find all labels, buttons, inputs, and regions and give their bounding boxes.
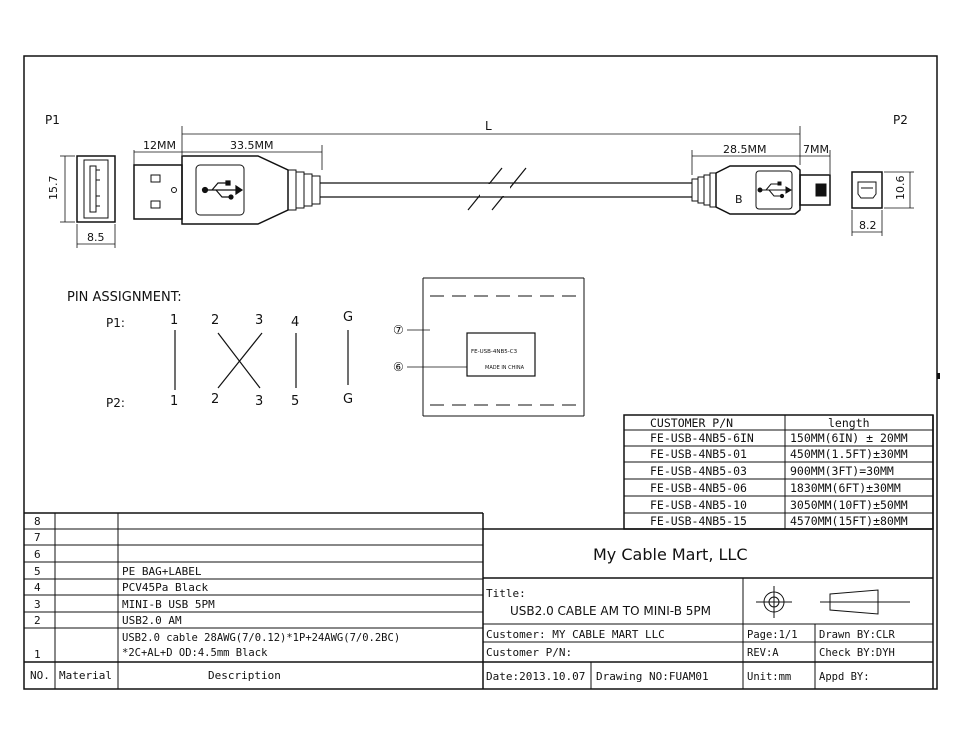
dim-8-2: 8.2	[859, 219, 877, 232]
bom-row-no: 6	[34, 548, 41, 561]
p2-pin: 5	[291, 394, 299, 409]
bom-row-desc: PCV45Pa Black	[122, 581, 208, 594]
p2-pin: 3	[255, 394, 263, 409]
length-row-pn: FE-USB-4NB5-10	[650, 498, 747, 512]
length-table	[623, 414, 934, 530]
pin-p2-label: P2:	[106, 396, 125, 410]
title-value: USB2.0 CABLE AM TO MINI-B 5PM	[510, 604, 711, 618]
bom-header-description: Description	[208, 669, 281, 682]
dim-28-5mm: 28.5MM	[723, 143, 766, 156]
revision: REV:A	[747, 647, 779, 659]
drawing-no: Drawing NO:FUAM01	[596, 670, 709, 683]
company-name: My Cable Mart, LLC	[593, 545, 748, 564]
page-number: Page:1/1	[747, 629, 798, 641]
length-table-text: CUSTOMER P/N length FE-USB-4NB5-6IN 150M…	[650, 416, 908, 528]
callout-7: ⑦	[393, 323, 404, 337]
label-line-2: MADE IN CHINA	[485, 365, 525, 371]
p1-pin: 3	[255, 313, 263, 328]
p1-label: P1	[45, 113, 60, 127]
appd-by: Appd BY:	[819, 671, 870, 683]
pin-p1-label: P1:	[106, 316, 125, 330]
p2-pin: G	[343, 392, 353, 407]
p2-label: P2	[893, 113, 908, 127]
bom-row-desc: PE BAG+LABEL	[122, 565, 202, 578]
bom-row-desc: *2C+AL+D OD:4.5mm Black	[122, 647, 268, 659]
length-table-header: length	[828, 416, 870, 430]
length-row-len: 4570MM(15FT)±80MM	[790, 514, 908, 528]
length-row-pn: FE-USB-4NB5-6IN	[650, 431, 754, 445]
bom-row-no: 2	[34, 614, 41, 627]
label-line-1: FE-USB-4NB5-C3	[471, 349, 518, 355]
length-row-len: 150MM(6IN) ± 20MM	[790, 431, 908, 445]
p2-pin: 1	[170, 394, 178, 409]
bom-row-desc: USB2.0 AM	[122, 614, 182, 627]
check-by: Check BY:DYH	[819, 647, 895, 659]
dim-15-7: 15.7	[47, 176, 60, 201]
length-table-header: CUSTOMER P/N	[650, 416, 733, 430]
pin-wiring	[174, 330, 349, 390]
edge-mark	[937, 373, 940, 379]
usb-trident-icon	[201, 180, 244, 200]
sheet-border	[23, 55, 938, 690]
dim-33-5mm: 33.5MM	[230, 139, 273, 152]
dim-12mm: 12MM	[143, 139, 176, 152]
dim-7mm: 7MM	[803, 143, 829, 156]
length-row-pn: FE-USB-4NB5-15	[650, 514, 747, 528]
mini-b-end-view	[851, 171, 914, 236]
label-detail	[407, 277, 585, 417]
usb-trident-icon	[757, 181, 792, 199]
bom-row-no: 1	[34, 648, 41, 661]
bom-row-no: 7	[34, 531, 41, 544]
p1-pin: G	[343, 310, 353, 325]
p1-pin: 2	[211, 313, 219, 328]
length-row-len: 1830MM(6FT)±30MM	[790, 481, 901, 495]
customer-pn: Customer P/N:	[486, 646, 572, 659]
length-row-len: 3050MM(10FT)±50MM	[790, 498, 908, 512]
drawn-by: Drawn BY:CLR	[819, 629, 896, 641]
bom-text: 8 7 6 5 4 3 2 1 PE BAG+LABEL PCV45Pa Bla…	[30, 515, 400, 682]
dim-10-6: 10.6	[894, 176, 907, 201]
p1-pin: 4	[291, 315, 299, 330]
dim-l: L	[485, 119, 492, 133]
bom-header-no: NO.	[30, 669, 50, 682]
projection-symbol-icon	[756, 586, 910, 618]
p2-pin: 2	[211, 392, 219, 407]
bom-row-no: 3	[34, 598, 41, 611]
usb-a-end-view	[60, 155, 116, 248]
bom-header-material: Material	[59, 669, 112, 682]
bom-row-desc: MINI-B USB 5PM	[122, 598, 215, 611]
bom-table	[24, 512, 484, 689]
bom-row-no: 4	[34, 581, 41, 594]
pin-assignment-title: PIN ASSIGNMENT:	[67, 290, 182, 305]
length-row-len: 900MM(3FT)=30MM	[790, 464, 894, 478]
length-row-len: 450MM(1.5FT)±30MM	[790, 447, 908, 461]
callout-6: ⑥	[393, 360, 404, 374]
title-label: Title:	[486, 587, 526, 600]
customer: Customer: MY CABLE MART LLC	[486, 628, 665, 641]
length-row-pn: FE-USB-4NB5-06	[650, 481, 747, 495]
unit: Unit:mm	[747, 671, 791, 683]
p1-pin: 1	[170, 313, 178, 328]
length-row-pn: FE-USB-4NB5-03	[650, 464, 747, 478]
length-row-pn: FE-USB-4NB5-01	[650, 447, 747, 461]
bom-row-desc: USB2.0 cable 28AWG(7/0.12)*1P+24AWG(7/0.…	[122, 632, 400, 644]
bom-row-no: 8	[34, 515, 41, 528]
plug-b-mark: B	[735, 193, 743, 206]
title-block	[483, 415, 934, 689]
date: Date:2013.10.07	[486, 670, 585, 683]
bom-row-no: 5	[34, 565, 41, 578]
cable-side-view	[133, 126, 831, 225]
dim-8-5: 8.5	[87, 231, 105, 244]
